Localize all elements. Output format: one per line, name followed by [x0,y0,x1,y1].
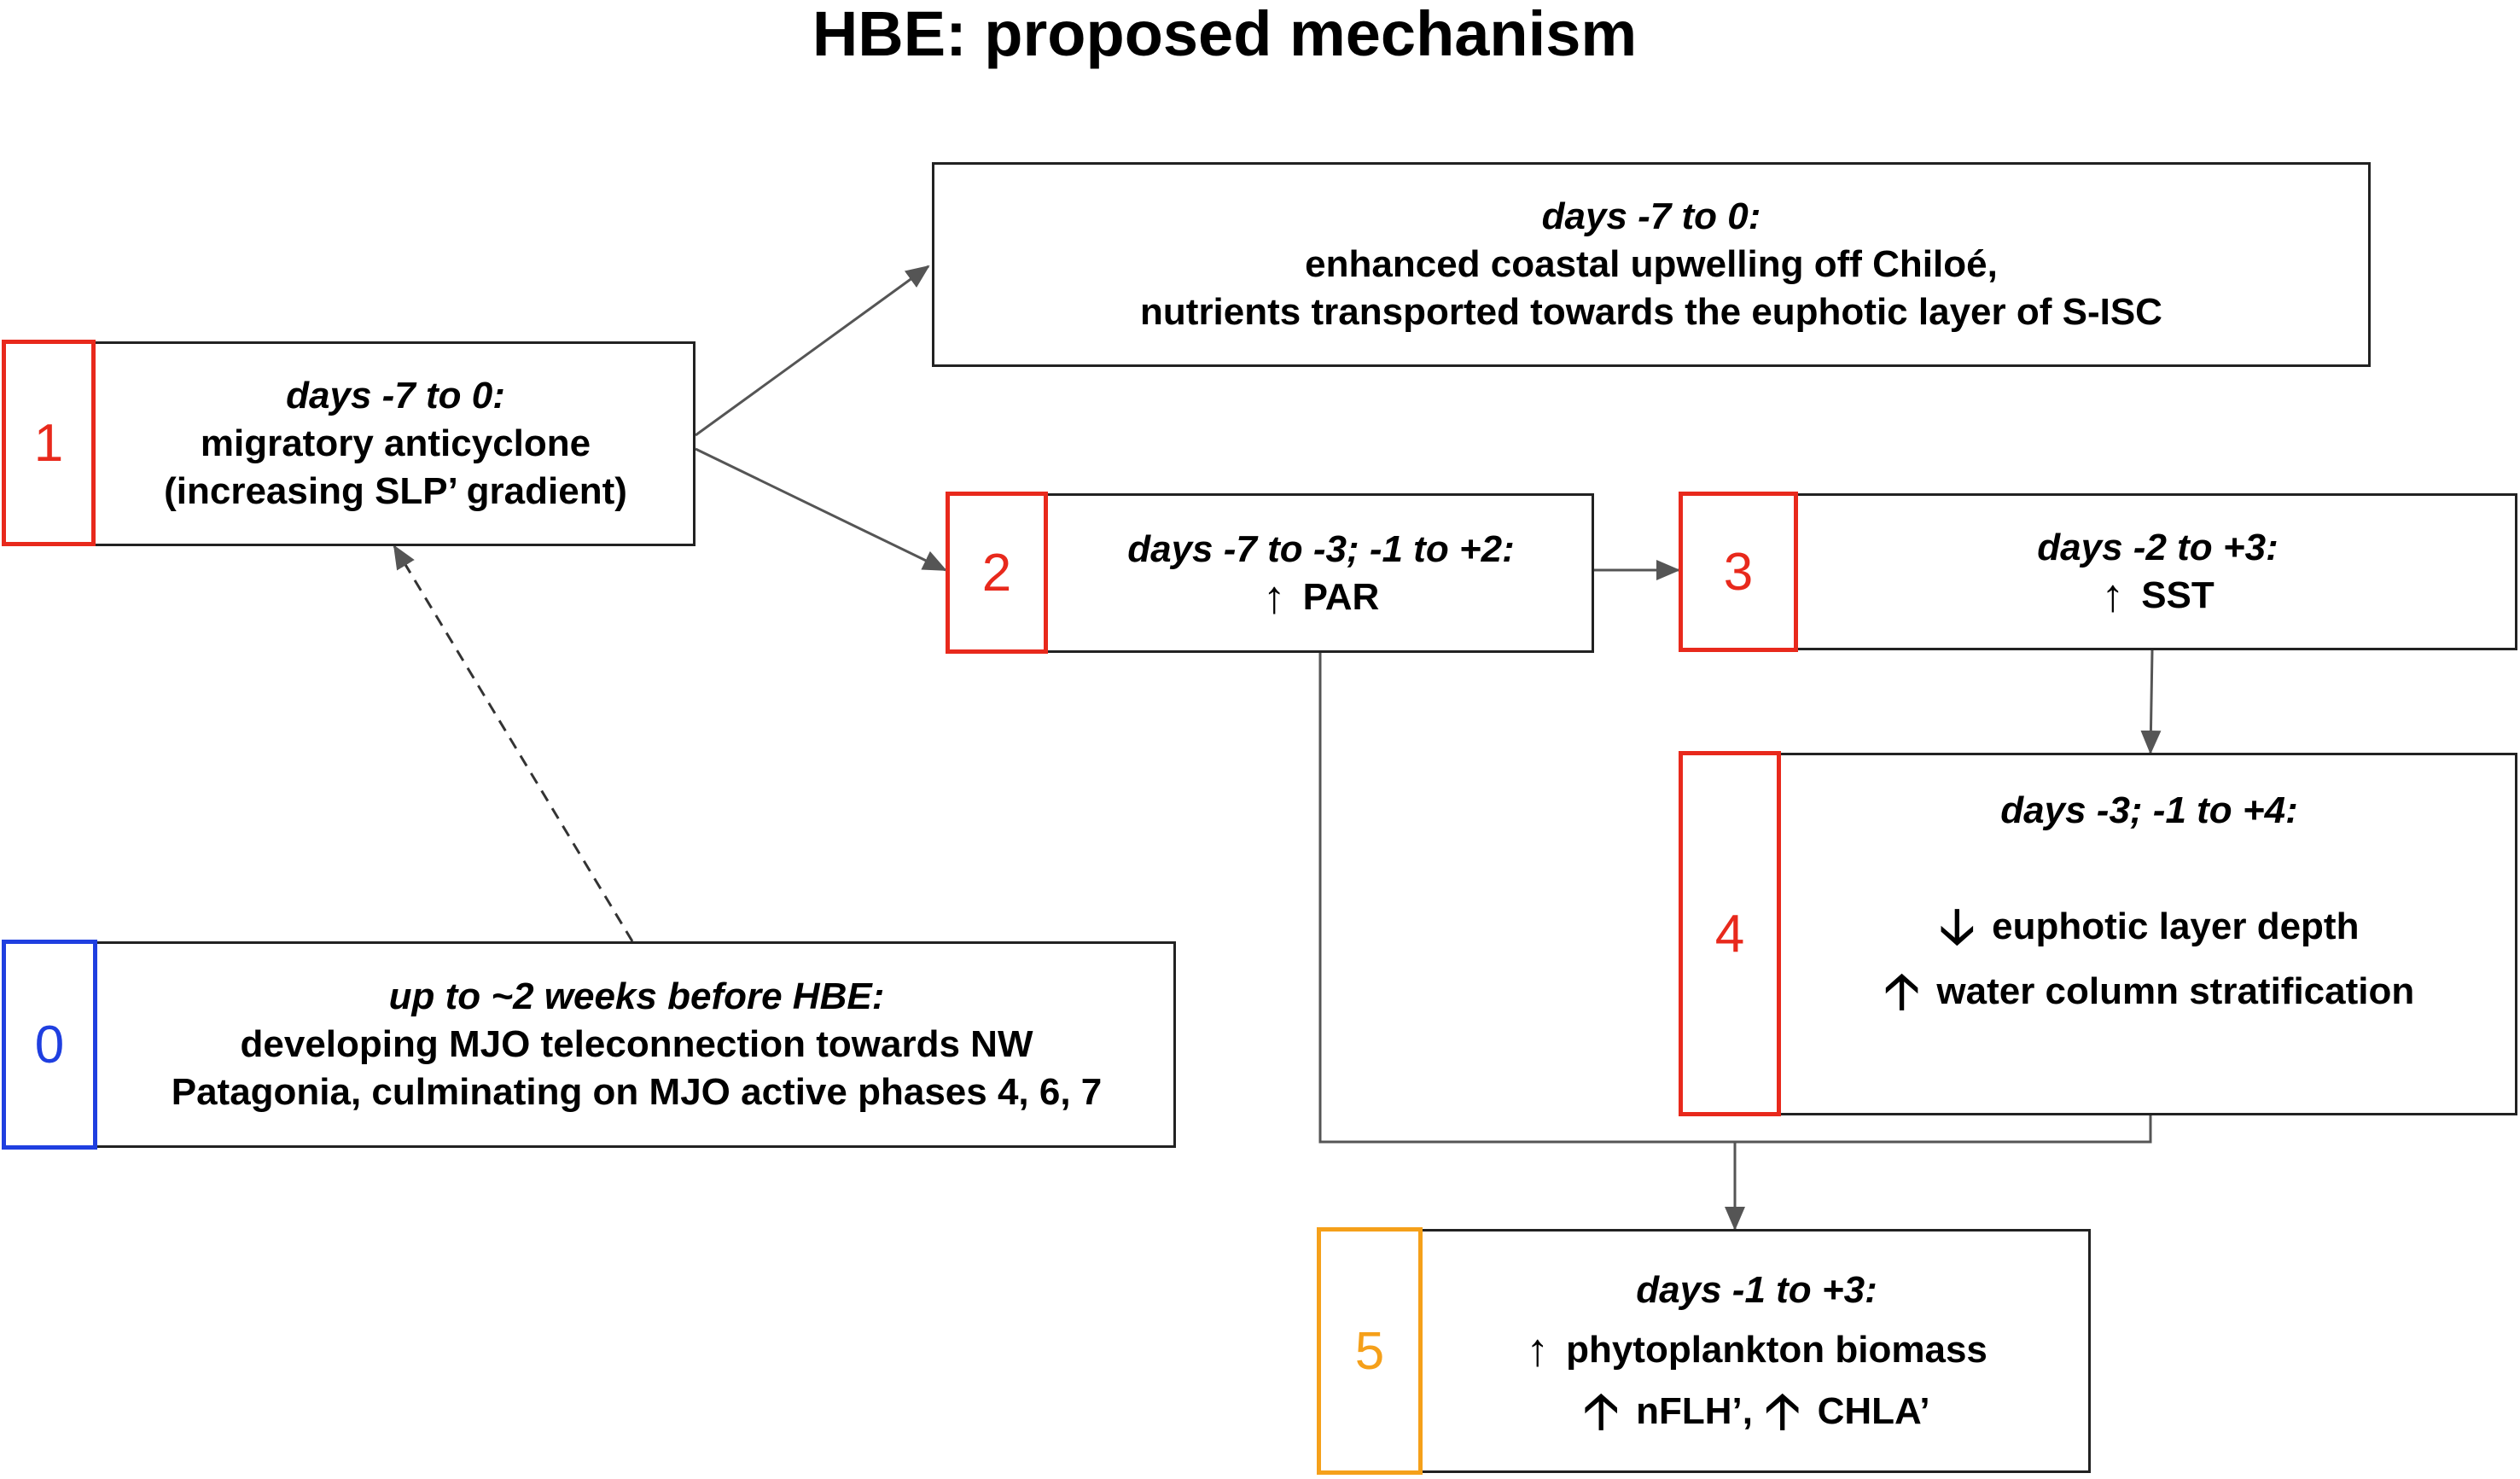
box-3-number: 3 [1679,492,1798,652]
upwelling-line1: enhanced coastal upwelling off Chiloé, [1305,243,1998,285]
box-4-row1-text: euphotic layer depth [1992,905,2360,947]
box-5-row2-text-a: nFLH’, [1636,1390,1753,1432]
box-0-frame [92,941,1176,1148]
box-1-content: days -7 to 0: migratory anticyclone (inc… [96,341,695,546]
box-5-row1: ↑ phytoplankton biomass [1526,1326,1987,1374]
box-2-number: 2 [946,492,1048,654]
down-arrow-icon: 🡣 [1939,899,1976,954]
arrow-1-to-2 [695,447,947,572]
upwelling-box [932,162,2371,367]
box-3-frame [1792,493,2517,650]
box-3-content: days -2 to +3: ↑ SST [1798,493,2517,650]
box-4-content: days -3; -1 to +4: 🡣 euphotic layer dept… [1781,753,2517,1115]
up-arrow-icon: 🡡 [1883,964,1920,1019]
box-5-row1-text: phytoplankton biomass [1566,1329,1987,1371]
box-1-when: days -7 to 0: [286,375,505,416]
box-4-when: days -3; -1 to +4: [2000,789,2298,831]
box-3-row: ↑ SST [2101,572,2214,620]
box-2-content: days -7 to -3; -1 to +2: ↑ PAR [1048,493,1594,653]
arrow-1-to-upwelling [695,265,930,437]
up-arrow-icon: ↑ [2101,570,2125,621]
upwelling-when: days -7 to 0: [1541,195,1761,237]
box-2-when: days -7 to -3; -1 to +2: [1127,527,1515,570]
box-5-row2: 🡡 nFLH’, 🡡 CHLA’ [1583,1383,1930,1439]
box-1-number: 1 [2,340,96,546]
up-arrow-icon: 🡡 [1764,1383,1801,1439]
page-title: HBE: proposed mechanism [812,0,1638,69]
box-0-number: 0 [2,940,97,1150]
box-5-when: days -1 to +3: [1636,1269,1877,1311]
arrow-3-to-4 [2140,649,2162,754]
box-1-line2: (increasing SLP’ gradient) [164,470,627,512]
box-5-content: days -1 to +3: ↑ phytoplankton biomass 🡡… [1423,1229,2091,1473]
box-5-number: 5 [1317,1227,1423,1475]
box-0-line2: Patagonia, culminating on MJO active pha… [171,1071,1103,1113]
box-0-when: up to ~2 weeks before HBE: [388,975,885,1017]
up-arrow-icon: ↑ [1526,1325,1550,1376]
box-4-frame [1775,753,2517,1115]
box-4-row2-text: water column stratification [1936,970,2415,1012]
box-0-line1: developing MJO teleconnection towards NW [240,1023,1033,1065]
box-5-row2-text-b: CHLA’ [1817,1390,1930,1432]
box-2-row: ↑ PAR [1263,574,1380,621]
box-4-number: 4 [1679,751,1781,1116]
box-3-text: SST [2141,574,2214,616]
box-2-text: PAR [1302,575,1380,618]
box-4-row2: 🡡 water column stratification [1883,964,2415,1019]
box-5-frame [1418,1229,2091,1473]
box-0-content: up to ~2 weeks before HBE: developing MJ… [97,941,1176,1148]
arrow-0-to-1-dashed [393,544,634,942]
up-arrow-icon: 🡡 [1583,1383,1620,1439]
box-1-line1: migratory anticyclone [200,422,591,464]
box-2-frame [1041,493,1594,653]
upwelling-content: days -7 to 0: enhanced coastal upwelling… [932,162,2371,367]
up-arrow-icon: ↑ [1262,571,1286,623]
box-3-when: days -2 to +3: [2037,527,2278,568]
box-4-row1: 🡣 euphotic layer depth [1939,899,2360,954]
upwelling-line2: nutrients transported towards the euphot… [1140,291,2162,333]
